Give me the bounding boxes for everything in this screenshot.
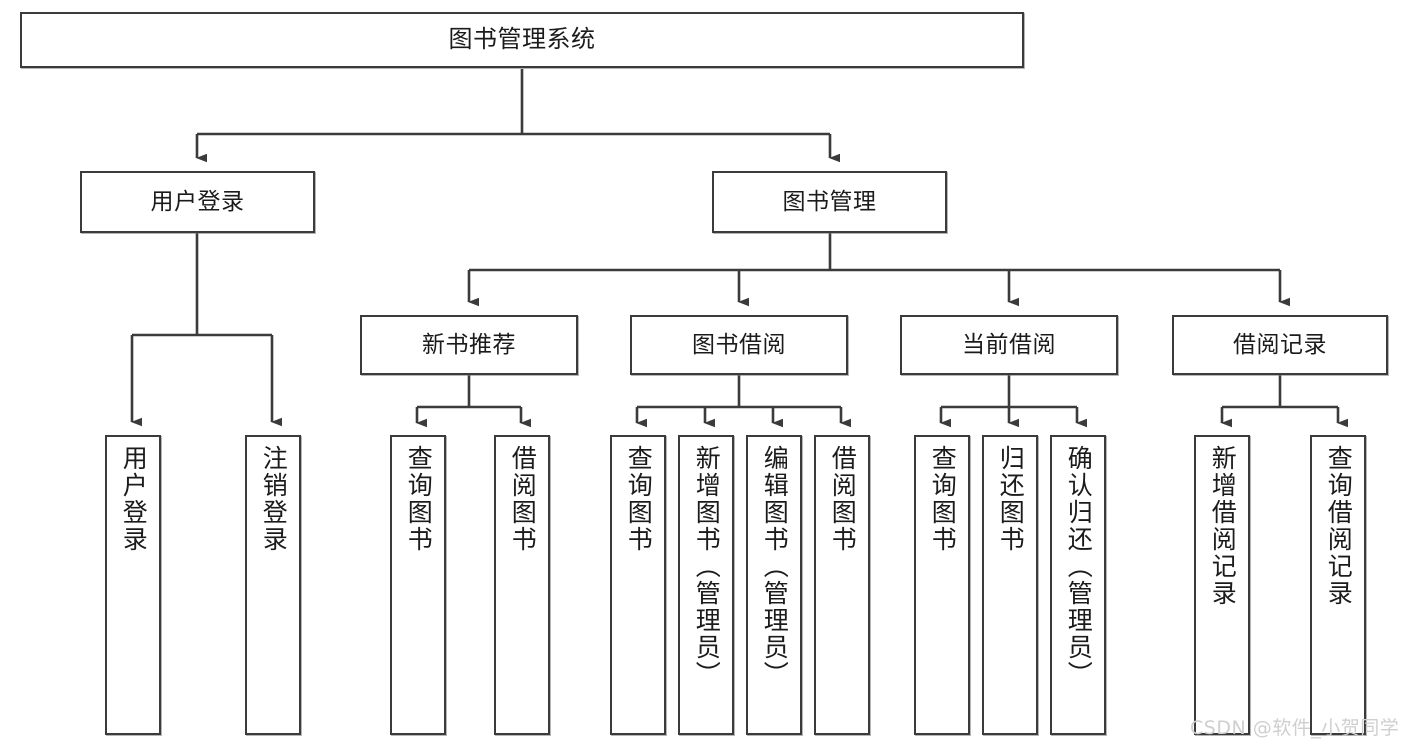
leaf-confirm-return-admin[interactable]: 确认归还（管理员） bbox=[1050, 435, 1106, 735]
node-label: 图书管理系统 bbox=[448, 25, 596, 54]
leaf-edit-book-admin[interactable]: 编辑图书（管理员） bbox=[746, 435, 802, 735]
leaf-query-book-current[interactable]: 查询图书 bbox=[914, 435, 970, 735]
leaf-add-book-admin[interactable]: 新增图书（管理员） bbox=[678, 435, 734, 735]
node-label: 查询图书 bbox=[404, 445, 434, 553]
node-label: 借阅图书 bbox=[508, 445, 538, 553]
node-label: 归还图书 bbox=[996, 445, 1026, 553]
leaf-query-borrow-record[interactable]: 查询借阅记录 bbox=[1310, 435, 1366, 735]
node-new-book-recommend[interactable]: 新书推荐 bbox=[360, 315, 578, 375]
node-label: 新书推荐 bbox=[422, 331, 516, 358]
node-label: 查询图书 bbox=[928, 445, 958, 553]
node-borrow-record[interactable]: 借阅记录 bbox=[1172, 315, 1388, 375]
node-root-system[interactable]: 图书管理系统 bbox=[20, 12, 1024, 68]
node-label: 当前借阅 bbox=[962, 331, 1056, 358]
leaf-return-book[interactable]: 归还图书 bbox=[982, 435, 1038, 735]
node-label: 编辑图书（管理员） bbox=[760, 445, 790, 688]
node-label: 用户登录 bbox=[119, 445, 149, 553]
node-current-borrow[interactable]: 当前借阅 bbox=[900, 315, 1118, 375]
node-label: 确认归还（管理员） bbox=[1064, 445, 1094, 688]
node-user-login[interactable]: 用户登录 bbox=[80, 171, 315, 233]
leaf-borrow-book[interactable]: 借阅图书 bbox=[814, 435, 870, 735]
node-label: 图书借阅 bbox=[692, 331, 786, 358]
node-label: 用户登录 bbox=[150, 188, 245, 215]
leaf-query-book-newbook[interactable]: 查询图书 bbox=[390, 435, 446, 735]
node-label: 借阅记录 bbox=[1233, 331, 1327, 358]
leaf-borrow-book-newbook[interactable]: 借阅图书 bbox=[494, 435, 550, 735]
node-label: 新增借阅记录 bbox=[1208, 445, 1238, 607]
node-book-borrow[interactable]: 图书借阅 bbox=[630, 315, 848, 375]
leaf-user-login[interactable]: 用户登录 bbox=[105, 435, 161, 735]
node-label: 新增图书（管理员） bbox=[692, 445, 722, 688]
node-label: 借阅图书 bbox=[828, 445, 858, 553]
leaf-query-book-borrow[interactable]: 查询图书 bbox=[610, 435, 666, 735]
node-label: 查询借阅记录 bbox=[1324, 445, 1354, 607]
leaf-logout[interactable]: 注销登录 bbox=[245, 435, 301, 735]
node-label: 注销登录 bbox=[259, 445, 289, 553]
node-book-management[interactable]: 图书管理 bbox=[712, 171, 947, 233]
csdn-watermark: CSDN @软件_小贺同学 bbox=[1190, 717, 1400, 739]
node-label: 图书管理 bbox=[782, 188, 877, 215]
node-label: 查询图书 bbox=[624, 445, 654, 553]
leaf-add-borrow-record[interactable]: 新增借阅记录 bbox=[1194, 435, 1250, 735]
